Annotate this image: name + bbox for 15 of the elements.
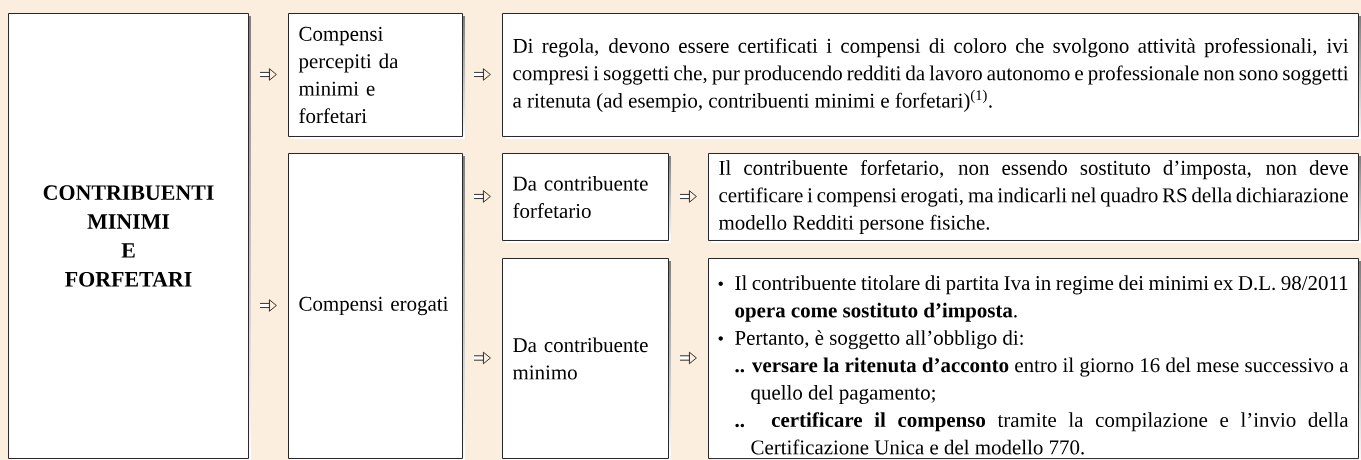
arrow [260,68,277,81]
text-box: Di regola, devono essere certificati i compensi di coloro che svolgono attività professionali, ivi compresi i soggetti che, pur producendo redditi da lavoro autonomo e professionale non sono soggetti a ritenuta (ad esempio, contribuenti minimi e forfetari)$^{(1)}$. [502,13,1361,139]
arrow [260,299,277,312]
category-box: Da contribuente forfetario [502,153,671,243]
category-box: Compensi erogati [288,153,465,460]
arrow [474,68,491,81]
category-box: Da contribuente minimo [502,258,671,460]
text-box: Il contribuente forfetario, non essendo sostituto d’imposta, non deve certificare i compensi erogati, ma indicarli nel quadro RS della dichiarazione modello Redditi persone fisiche. [708,153,1361,243]
arrow [474,351,491,365]
heading-box: CONTRIBUENTI MINIMI E FORFETARI [8,13,251,460]
arrow [680,351,697,365]
arrow [474,190,491,203]
text-box: Il contribuente titolare di partita Iva in regime dei minimi ex D.L. 98/2011 opera come sostituto d’imposta. Pertanto, è soggetto all’obbligo di: .. versare la ritenuta d’acconto entro il giorno 16 del mese successivo a quello del pagamento; .. certificare il compenso tramite la compilazione e l’invio della Certificazione Unica e del modello 770. [708,258,1361,460]
category-box: Compensi percepiti da minimi e forfetari [288,13,465,139]
arrow [680,190,697,203]
